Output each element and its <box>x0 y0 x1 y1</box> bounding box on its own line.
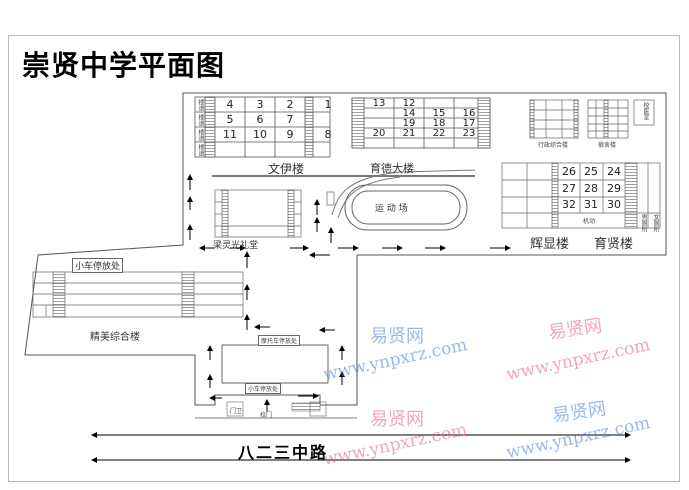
classroom-number: 16 <box>462 108 476 119</box>
classroom-number: 7 <box>286 113 294 126</box>
flex-room-label: 机动 <box>583 218 596 225</box>
page-title: 崇贤中学平面图 <box>22 49 226 82</box>
stair-label: 楼道 <box>197 129 204 141</box>
traffic-arrows <box>91 174 631 463</box>
gate-bar <box>291 402 321 412</box>
classroom-number: 22 <box>432 128 446 139</box>
admin-building-grid <box>529 99 579 139</box>
classroom-number: 23 <box>462 128 476 139</box>
classroom-number: 26 <box>562 165 576 178</box>
auditorium-grid <box>214 189 302 238</box>
wenyi-building-grid <box>194 96 331 158</box>
classroom-number: 15 <box>432 108 446 119</box>
classroom-number: 10 <box>253 128 267 141</box>
wenyi-side-labels: 楼道 楼道 楼道 楼道 <box>196 99 205 159</box>
classroom-number: 24 <box>607 165 621 178</box>
stair-label: 楼道 <box>197 114 204 126</box>
wenyi-building-label: 文伊楼 <box>268 162 305 176</box>
classroom-number: 12 <box>402 98 416 109</box>
classroom-number: 11 <box>223 128 237 141</box>
track-inner <box>351 190 461 225</box>
watermark-text: 易贤网 <box>370 326 424 347</box>
track-outer <box>344 184 468 231</box>
classroom-number: 29 <box>607 182 621 195</box>
toilet-label: 女厕所 <box>652 214 659 232</box>
dorm-building-label: 宿舍楼 <box>598 142 617 149</box>
track-label: 运 动 场 <box>375 204 408 214</box>
auditorium-label: 梁灵光礼堂 <box>213 241 259 251</box>
classroom-number: 27 <box>562 182 576 195</box>
classroom-number: 3 <box>256 98 264 111</box>
classroom-number: 32 <box>562 198 576 211</box>
classroom-number: 31 <box>584 198 598 211</box>
classroom-number: 25 <box>584 165 598 178</box>
classroom-number: 4 <box>226 98 234 111</box>
classroom-number: 28 <box>584 182 598 195</box>
clinic-box <box>633 99 655 126</box>
classroom-number: 14 <box>402 108 416 119</box>
classroom-number: 19 <box>402 118 416 129</box>
classroom-number: 20 <box>372 128 386 139</box>
jingmei-building-label: 精美综合楼 <box>90 332 140 343</box>
yude-building-label: 育德大楼 <box>370 162 414 175</box>
classroom-number: 30 <box>607 198 621 211</box>
dorm-building-grid <box>587 99 629 139</box>
car-park-center-label: 小车停放处 <box>245 383 282 394</box>
classroom-number: 8 <box>324 128 332 141</box>
page-frame <box>8 35 680 482</box>
classroom-number: 9 <box>286 128 294 141</box>
classroom-number: 18 <box>432 118 446 129</box>
gate-label: 校门 <box>260 412 273 419</box>
yuxian-building-label: 育贤楼 <box>594 237 634 252</box>
site-boundary <box>24 92 667 406</box>
stair-label: 楼道 <box>197 99 204 111</box>
classroom-number: 1 <box>324 98 332 111</box>
huixian-building-label: 辉显楼 <box>530 237 570 252</box>
toilet-label: 男厕所 <box>640 214 647 232</box>
road-label: 八二三中路 <box>238 443 329 462</box>
huixian-yuxian-grid <box>501 162 661 229</box>
central-block <box>221 344 329 384</box>
watermark-text: 易贤网 <box>370 409 424 430</box>
clinic-label: 校医室 <box>642 102 649 120</box>
classroom-number: 5 <box>226 113 234 126</box>
classroom-number: 2 <box>286 98 294 111</box>
classroom-number: 21 <box>402 128 416 139</box>
car-park-left-label: 小车停放处 <box>72 258 124 273</box>
guard-label: 门卫 <box>230 408 243 415</box>
classroom-number: 13 <box>372 98 386 109</box>
classroom-number: 17 <box>462 118 476 129</box>
stair-label: 楼道 <box>197 144 204 156</box>
classroom-number: 6 <box>256 113 264 126</box>
admin-building-label: 行政综合楼 <box>538 142 569 149</box>
jingmei-building-grid <box>32 271 244 318</box>
moto-park-label: 摩托车停放处 <box>258 335 301 346</box>
yude-building-grid <box>351 97 491 149</box>
